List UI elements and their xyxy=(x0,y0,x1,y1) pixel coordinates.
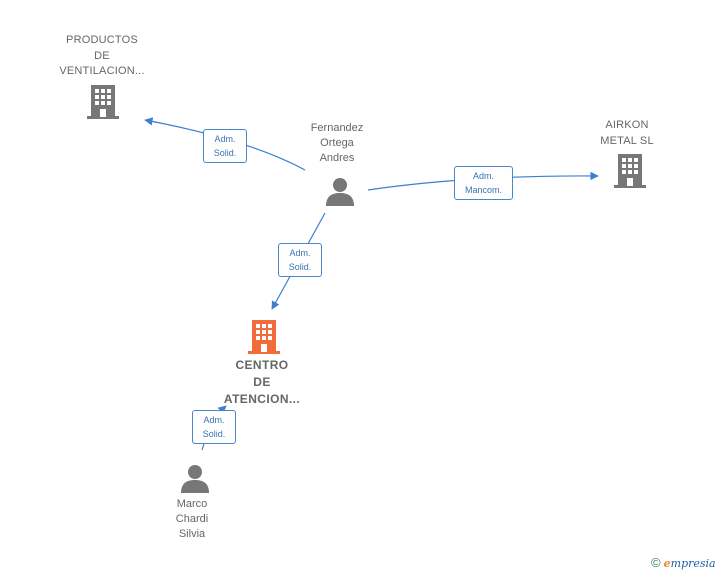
badge-line: Solid. xyxy=(213,148,237,158)
label-line: VENTILACION... xyxy=(59,65,145,77)
badge-line: Mancom. xyxy=(464,185,502,195)
badge-line: Adm. xyxy=(289,248,311,258)
label-line: CENTRO xyxy=(235,358,289,372)
person-label-marco[interactable]: Marco Chardi Silvia xyxy=(142,497,242,542)
edge-badge-fernandez-productos[interactable]: Adm. Solid. xyxy=(203,129,247,163)
badge-line: Adm. xyxy=(472,171,494,181)
label-line: Andres xyxy=(319,152,355,164)
edge-badge-marco-centro[interactable]: Adm. Solid. xyxy=(192,410,236,444)
building-icon[interactable] xyxy=(614,153,646,189)
label-line: DE xyxy=(253,375,271,389)
badge-line: Adm. xyxy=(203,415,225,425)
company-label-centro[interactable]: CENTRO DE ATENCION... xyxy=(212,357,312,408)
label-line: ATENCION... xyxy=(223,392,301,406)
label-line: Ortega xyxy=(320,137,354,149)
footer-brand[interactable]: © empresia xyxy=(651,555,716,570)
label-line: AIRKON xyxy=(605,119,649,131)
building-icon[interactable] xyxy=(87,84,119,120)
copyright-icon: © xyxy=(651,555,661,570)
label-line: Silvia xyxy=(178,528,206,540)
badge-line: Solid. xyxy=(288,262,312,272)
label-line: PRODUCTOS xyxy=(66,34,138,46)
label-line: Marco xyxy=(176,498,208,510)
edge-badge-fernandez-centro[interactable]: Adm. Solid. xyxy=(278,243,322,277)
label-line: Chardi xyxy=(175,513,209,525)
company-label-airkon[interactable]: AIRKON METAL SL xyxy=(582,118,672,149)
edge-badge-fernandez-airkon[interactable]: Adm. Mancom. xyxy=(454,166,513,200)
person-icon[interactable] xyxy=(324,176,356,208)
label-line: METAL SL xyxy=(600,134,654,147)
badge-line: Adm. xyxy=(214,134,236,144)
badge-line: Solid. xyxy=(202,429,226,439)
label-line: Fernandez xyxy=(310,122,364,134)
person-label-fernandez[interactable]: Fernandez Ortega Andres xyxy=(287,121,387,166)
company-label-productos[interactable]: PRODUCTOS DE VENTILACION... xyxy=(52,33,152,80)
brand-logo: empresia xyxy=(663,557,716,570)
building-icon[interactable] xyxy=(248,319,280,355)
label-line: DE xyxy=(94,49,110,62)
person-icon[interactable] xyxy=(179,463,211,495)
